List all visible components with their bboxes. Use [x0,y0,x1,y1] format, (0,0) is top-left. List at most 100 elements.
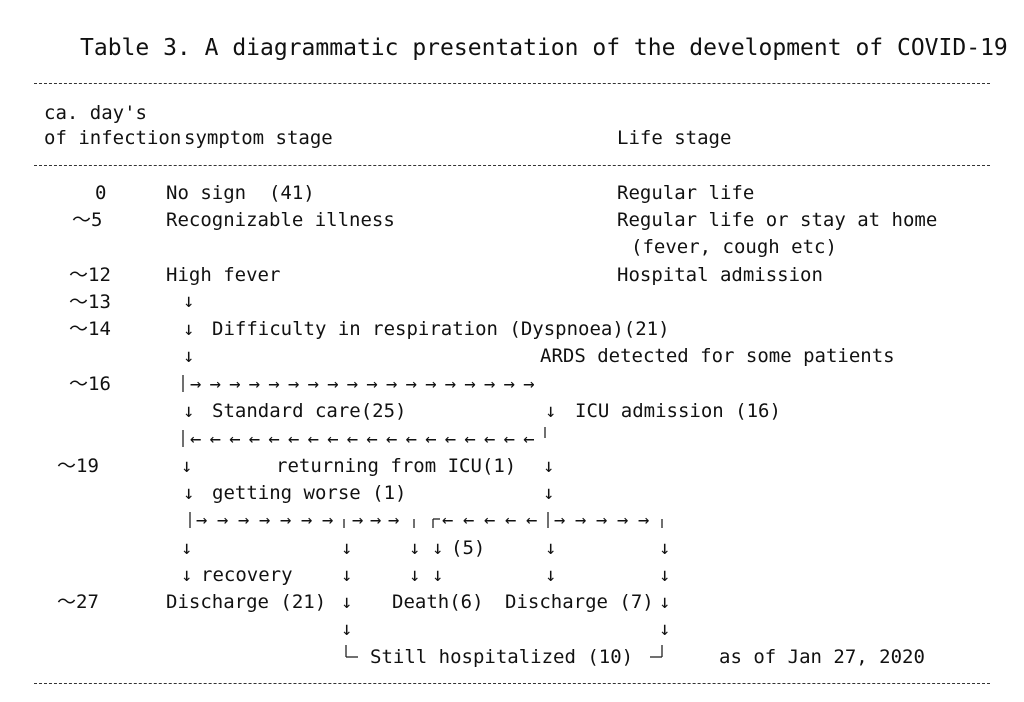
right-arrow-icon: → [301,509,312,531]
top-rule [34,83,990,84]
left-arrow-icon: ← [442,509,453,531]
down-arrow-icon: ↓ [341,537,352,559]
life-column-header: Life stage [617,127,732,149]
down-arrow-icon: ↓ [545,537,556,559]
day-5: ～5 [72,209,103,231]
ards-note: ARDS detected for some patients [540,345,895,367]
right-arrow-icon: → [259,509,270,531]
right-arrow-icon: → [322,509,333,531]
right-arrow-icon: → [288,373,299,395]
left-arrow-icon: ← [366,428,377,450]
day-column-header-line2: of infection [44,127,182,149]
still-hospitalized: Still hospitalized (10) [370,646,634,668]
right-arrow-icon: → [347,373,358,395]
symptom-recognizable-illness: Recognizable illness [166,209,395,231]
right-arrow-icon: → [210,373,221,395]
down-arrow-icon: ↓ [181,455,192,477]
recovery-label: recovery [201,564,293,586]
right-arrow-icon: → [596,509,607,531]
down-arrow-icon: ↓ [545,564,556,586]
down-arrow-icon: ↓ [409,537,420,559]
left-arrow-icon: ← [327,428,338,450]
down-arrow-icon: ↓ [183,345,194,367]
icu-admission: ICU admission (16) [575,400,781,422]
right-arrow-icon: → [352,509,363,531]
right-arrow-icon: → [554,509,565,531]
day-27: ～27 [57,591,99,613]
down-arrow-icon: ↓ [659,537,670,559]
down-arrow-icon: ↓ [181,537,192,559]
left-arrow-icon: ← [288,428,299,450]
discharge-standard: Discharge (21) [166,591,327,613]
left-arrow-icon: ← [347,428,358,450]
down-arrow-icon: ↓ [183,482,194,504]
right-arrow-icon: → [504,373,515,395]
life-regular-or-home: Regular life or stay at home [617,209,938,231]
death-count: Death(6) [392,591,484,613]
getting-worse: getting worse (1) [212,482,407,504]
down-arrow-icon: ↓ [341,618,352,640]
discharge-icu: Discharge (7) [505,591,654,613]
down-arrow-icon: ↓ [409,564,420,586]
down-arrow-icon: ↓ [341,591,352,613]
down-arrow-icon: ↓ [432,537,443,559]
right-arrow-icon: → [575,509,586,531]
down-arrow-icon: ↓ [183,290,194,312]
five-count: (5) [451,537,486,559]
down-arrow-icon: ↓ [659,564,670,586]
standard-care: Standard care(25) [212,400,407,422]
bottom-rule [34,683,990,684]
down-arrow-icon: ↓ [543,482,554,504]
left-arrow-icon: ← [229,428,240,450]
left-arrow-icon: ← [526,509,537,531]
day-13: ～13 [69,291,111,313]
down-arrow-icon: ↓ [659,618,670,640]
down-arrow-icon: ↓ [183,318,194,340]
day-16: ～16 [69,373,111,395]
left-arrow-icon: ← [484,509,495,531]
right-arrow-icon: → [523,373,534,395]
life-hospital-admission: Hospital admission [617,264,823,286]
header-rule [34,165,990,166]
down-arrow-icon: ↓ [432,564,443,586]
right-arrow-icon: → [238,509,249,531]
right-arrow-icon: → [217,509,228,531]
symptom-no-sign: No sign (41) [166,182,315,204]
returning-from-icu: returning from ICU(1) [276,455,517,477]
day-0: 0 [95,182,107,204]
right-arrow-icon: → [406,373,417,395]
left-arrow-icon: ← [523,428,534,450]
right-arrow-icon: → [445,373,456,395]
right-arrow-icon: → [464,373,475,395]
right-arrow-icon: → [617,509,628,531]
left-arrow-icon: ← [463,509,474,531]
right-arrow-icon: → [280,509,291,531]
day-19: ～19 [57,455,99,477]
life-symptom-note: (fever, cough etc) [631,236,837,258]
right-arrow-icon: → [638,509,649,531]
left-arrow-icon: ← [190,428,201,450]
down-arrow-icon: ↓ [545,400,556,422]
right-arrow-icon: → [229,373,240,395]
left-arrow-icon: ← [445,428,456,450]
table-title: Table 3. A diagrammatic presentation of … [80,35,1008,61]
right-arrow-icon: → [268,373,279,395]
down-arrow-icon: ↓ [341,564,352,586]
down-arrow-icon: ↓ [181,564,192,586]
life-regular: Regular life [617,182,755,204]
left-arrow-icon: ← [210,428,221,450]
down-arrow-icon: ↓ [659,591,670,613]
symptom-dyspnoea: Difficulty in respiration (Dyspnoea)(21) [212,318,670,340]
left-arrow-icon: ← [484,428,495,450]
right-arrow-icon: → [249,373,260,395]
right-arrow-icon: → [386,373,397,395]
right-arrow-icon: → [370,509,381,531]
right-arrow-icon: → [366,373,377,395]
down-arrow-icon: ↓ [543,455,554,477]
day-12: ～12 [69,264,111,286]
as-of-date: as of Jan 27, 2020 [719,646,925,668]
right-arrow-icon: → [327,373,338,395]
right-arrow-icon: → [484,373,495,395]
day-14: ～14 [69,318,111,340]
